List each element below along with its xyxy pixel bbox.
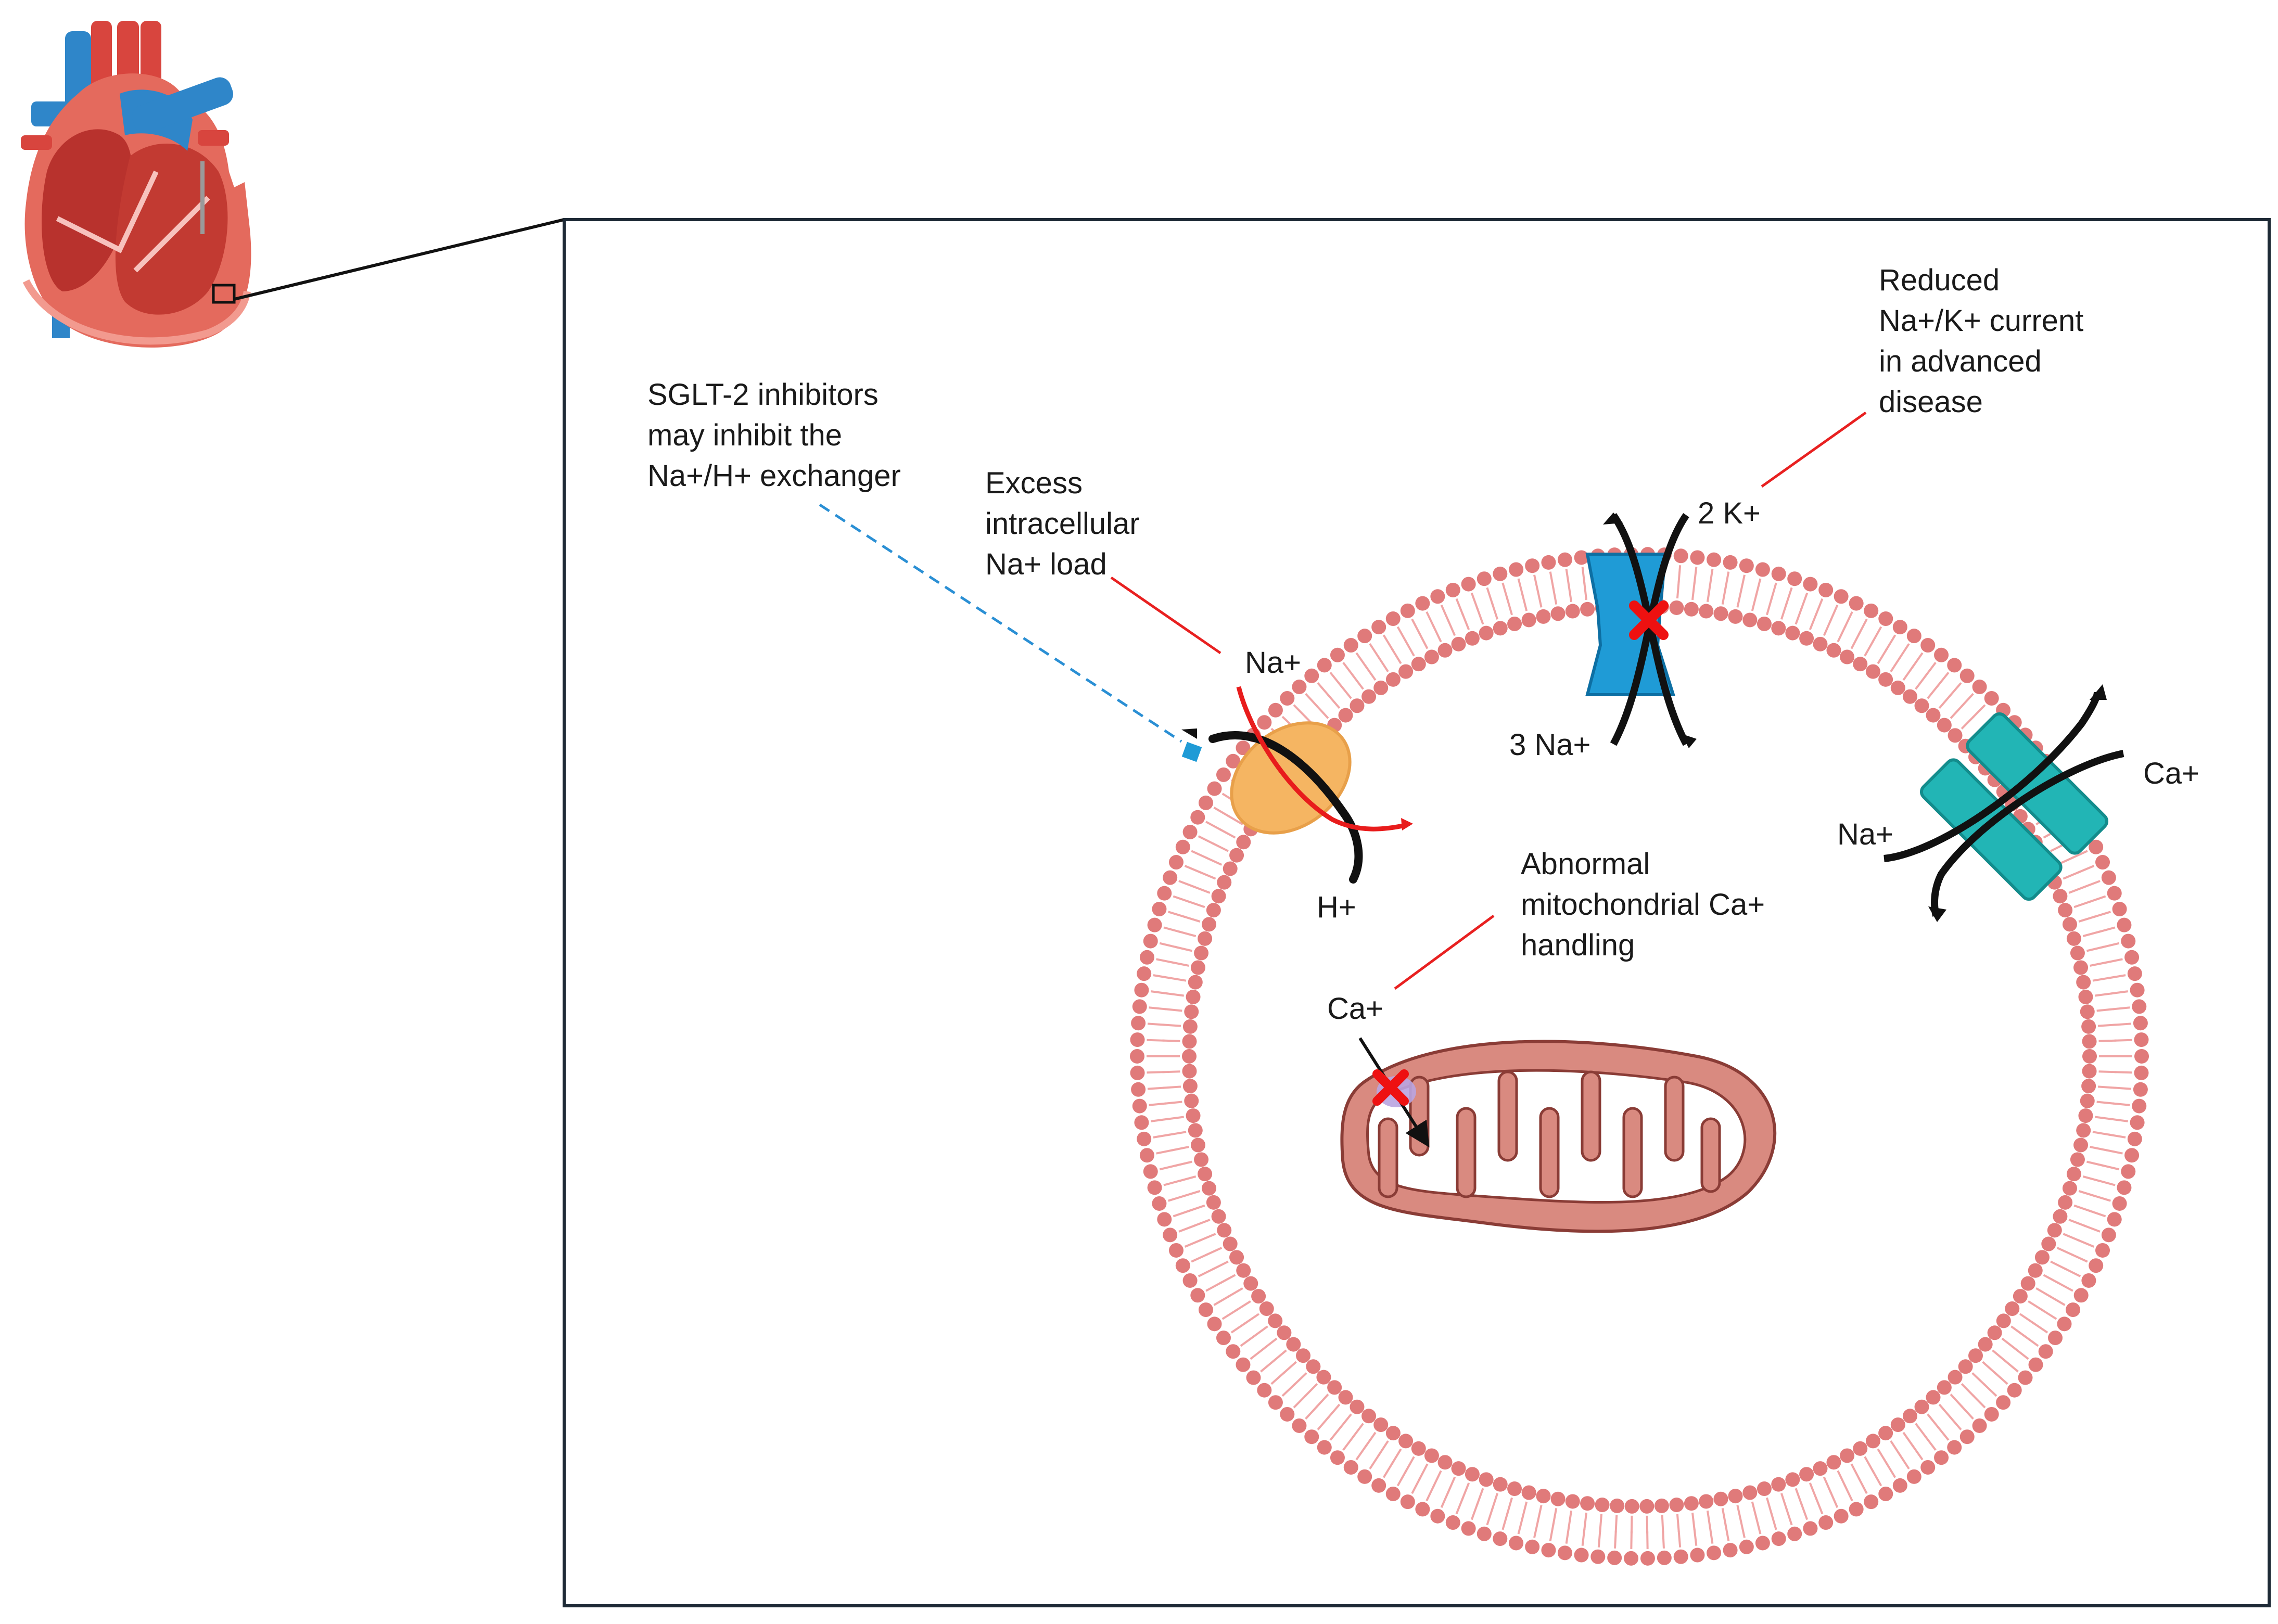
excess-na-leader [1110, 576, 1221, 655]
ion-label-pump-k: 2 K+ [1698, 496, 1761, 530]
zoom-connector-line [234, 218, 565, 301]
mito-ca-annotation: Abnormal mitochondrial Ca+ handling [1521, 844, 1765, 966]
mitochondrion [1340, 1040, 1777, 1233]
reduced-nak-line-2: Na+/K+ current [1879, 304, 2084, 338]
na-k-pump [1585, 513, 1697, 748]
excess-na-annotation: Excess intracellular Na+ load [985, 463, 1140, 585]
ion-label-pump-na: 3 Na+ [1509, 728, 1591, 762]
reduced-nak-line-3: in advanced [1879, 344, 2042, 378]
sglt2-line-1: SGLT-2 inhibitors [647, 378, 879, 412]
sglt2-annotation: SGLT-2 inhibitors may inhibit the Na+/H+… [647, 375, 901, 496]
drug-leader-line [819, 503, 1182, 743]
excess-na-line-3: Na+ load [985, 547, 1107, 581]
zoom-frame [563, 218, 2271, 1607]
mito-ca-uniporter [1358, 1037, 1430, 1148]
mito-ca-line-3: handling [1521, 928, 1635, 962]
mito-ca-line-1: Abnormal [1521, 847, 1650, 881]
reduced-nak-leader [1761, 411, 1867, 488]
ion-label-mito-ca: Ca+ [1327, 992, 1384, 1026]
zoom-region-box [212, 284, 236, 304]
heart-anatomy-icon [21, 21, 251, 348]
reduced-nak-annotation: Reduced Na+/K+ current in advanced disea… [1879, 260, 2083, 423]
ion-label-ncx-na: Na+ [1837, 817, 1894, 851]
ion-label-nhe-na: Na+ [1245, 646, 1302, 680]
na-h-exchanger [1181, 686, 1413, 884]
reduced-nak-line-4: disease [1879, 385, 1983, 419]
block-cross-icon [1372, 1069, 1409, 1106]
sglt2-line-2: may inhibit the [647, 418, 842, 452]
block-cross-icon [1629, 600, 1669, 640]
mito-ca-line-2: mitochondrial Ca+ [1521, 888, 1765, 922]
excess-na-line-2: intracellular [985, 507, 1140, 541]
sglt2-line-3: Na+/H+ exchanger [647, 459, 901, 493]
mito-ca-leader [1394, 914, 1495, 990]
excess-na-line-1: Excess [985, 466, 1083, 500]
ion-label-ncx-ca: Ca+ [2143, 757, 2200, 790]
na-ca-exchanger [1884, 684, 2124, 922]
drug-target-marker [1181, 741, 1202, 762]
ion-label-nhe-h: H+ [1317, 890, 1356, 924]
reduced-nak-line-1: Reduced [1879, 263, 2000, 297]
